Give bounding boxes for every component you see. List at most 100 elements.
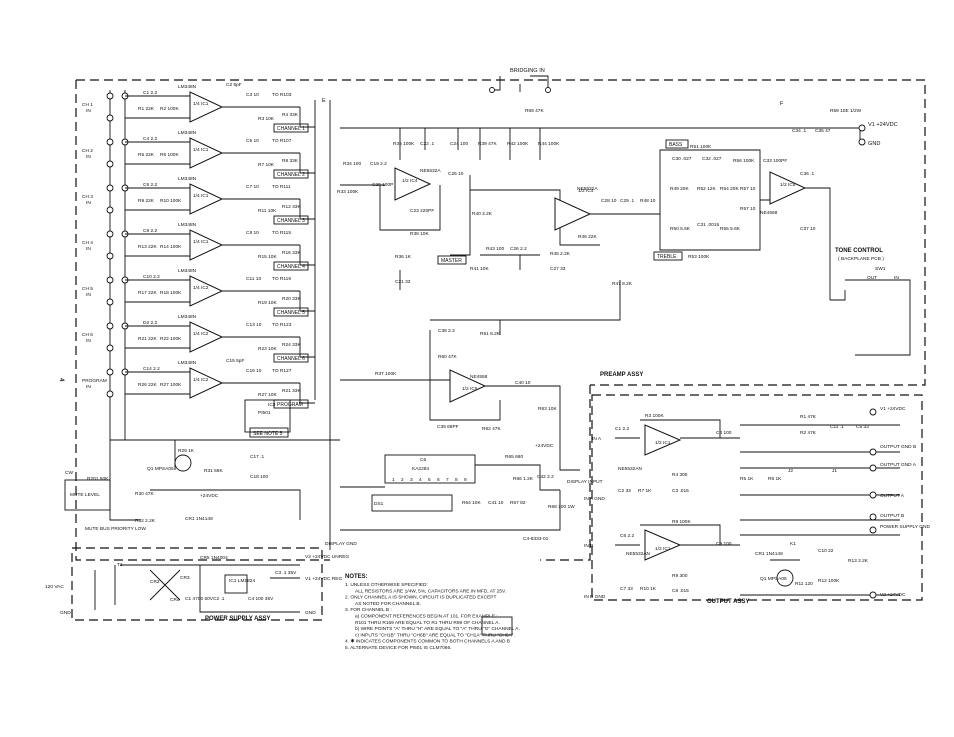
doc-number: C4-6333-01 [523,536,549,542]
bridging-in-label: BRIDGING IN [510,68,545,74]
note-line: a) COMPONENT REFERENCES BEGIN AT 101. FO… [355,614,498,620]
ch2-amp-part: LM348N [178,130,197,136]
ch2-to: TO R107 [272,138,292,144]
mute-level-label: MUTE LEVEL [70,492,100,498]
r55-label: R55 5.6K [720,226,741,232]
ch6-c-in: D2 2.2 [143,320,157,326]
ch1-to: TO R103 [272,92,292,98]
notes-block: 1. UNLESS OTHERWISE SPECIFIED:ALL RESIST… [345,582,520,651]
r38-label: R38 10K [410,231,429,237]
ch6-r-out: R24 33K [282,342,301,348]
display-wires [340,464,561,531]
out-r7-label: R7 1K [638,488,652,494]
ch5-c-out: C11 10 [246,276,261,282]
ch7-c-out: C16 10 [246,368,262,374]
power-supply-outline [71,547,323,621]
ch4-tag: CHANNEL 4 [277,264,305,270]
tone-wires [590,127,862,300]
bus-f-label: F [780,101,784,107]
ch2-r-out: R8 33K [282,158,299,164]
note-line: R101 THRU R169 ARE EQUAL TO R1 THRU R69 … [355,620,500,626]
ka2284-pin-7: 7 [446,477,449,483]
in-b-label: IN B [584,543,593,549]
c28-label: C28 10 [601,198,617,204]
ic4a-label: 1/2 IC4 [402,178,418,184]
mute-wires [109,439,340,521]
r65-label: R65 680 [505,454,523,460]
treble-label: TREBLE [657,254,677,260]
ch7-input-sub: IN [86,384,91,390]
tone-control-label: TONE CONTROL [835,248,883,254]
ch4-c-out: C9 10 [246,230,259,236]
sw1-in-label: IN [894,275,899,281]
ch3-amp-part: LM348N [178,176,197,182]
c31-label: C31 .0015 [697,222,719,228]
output-q1 [776,569,794,587]
display-c6-label: C6 [420,457,426,463]
bus-e-label: E [322,98,326,104]
out-gnd-a-label: OUTPUT GND A [880,462,917,468]
power-supply-label: POWER SUPPLY ASSY [205,616,270,622]
in-a-label: IN A [592,436,602,442]
r43-label: R43 100 [486,246,504,252]
backplane-label: ( BACKPLANE PCB ) [838,256,884,262]
ch6-wires [125,325,315,358]
mute-level-box [64,479,111,511]
out-v1-terminal [869,408,877,416]
out-c1-label: C1 2.2 [615,426,629,432]
r36-label: R36 1K [395,254,412,260]
tone-switch-wires [830,279,911,356]
c2-ps-label: C2 .1 [213,596,225,602]
r35-label: R35 100K [393,141,415,147]
ic5b-label: 1/2 IC5 [462,386,478,392]
out-v2-terminal [869,591,877,599]
display-input-label: DISPLAY INPUT [567,479,603,485]
r37-label: R37 100K [375,371,397,377]
r34-label: R34 100 [343,161,361,167]
ch5-input-sub: IN [86,292,91,298]
r56-label: R56 100K [733,158,755,164]
output-assy-stage [615,419,900,596]
ch4-r-out: R16 33K [282,250,301,256]
c35-label: C35 47 [815,128,831,134]
ch3-terminal-b [106,206,114,214]
out-q1-label: Q1 MPSA05 [760,576,787,582]
ch5-to: TO R119 [272,276,291,282]
out-r9-label: R9 300 [672,573,688,579]
mute-24v-label: +24VDC [200,493,219,499]
ch1-pot: R3 10K [258,116,275,122]
ch4-amp [189,229,224,261]
r62-label: R62 47K [482,426,501,432]
ch5-tag-box [273,307,309,317]
ka2284-pin-5: 5 [428,477,431,483]
ka2284-pin-8: 8 [455,477,458,483]
ch7-c-fb: C15 5pF [226,358,244,364]
r42-label: R42 100K [507,141,529,147]
ic1-ps-label: IC1 LM1824 [229,578,255,584]
cr2-label: CR2 [150,579,160,585]
ch6-pot: R23 10K [258,346,277,352]
ch4-r-a: R13 22K [138,244,157,250]
ch3-tag-box [273,215,309,225]
ch1-tag-box [273,123,309,133]
c30-label: C30 .027 [672,156,692,162]
ch3-r-b: R10 100K [160,198,182,204]
ch4-input-label: CH 4 [82,240,93,246]
out-gnd-a-terminal [869,464,877,472]
ch2-pot: R7 10K [258,162,275,168]
ch1-c-out: C3 10 [246,92,259,98]
ch6-r-a: R21 22K [138,336,157,342]
v1-ps-label: V1 +24VDC REG [305,576,342,582]
note-line: 1. UNLESS OTHERWISE SPECIFIED: [345,582,428,588]
ch3-to: TO R111 [272,184,291,190]
ch6-tag-box [273,353,309,363]
output-assy-label: OUTPUT ASSY [707,599,749,605]
out-v1-label: V1 +24VDC [880,406,906,412]
ic5a-label: 1/2 IC5 [780,182,796,188]
ch6-r-b: R22 100K [160,336,182,342]
out-a-label: OUTPUT A [880,493,905,499]
out-gnd-b-terminal [869,448,877,456]
ch5-amp-ic: 1/4 IC2 [193,285,209,291]
display-gnd-label: DISPLAY GND [325,541,357,547]
